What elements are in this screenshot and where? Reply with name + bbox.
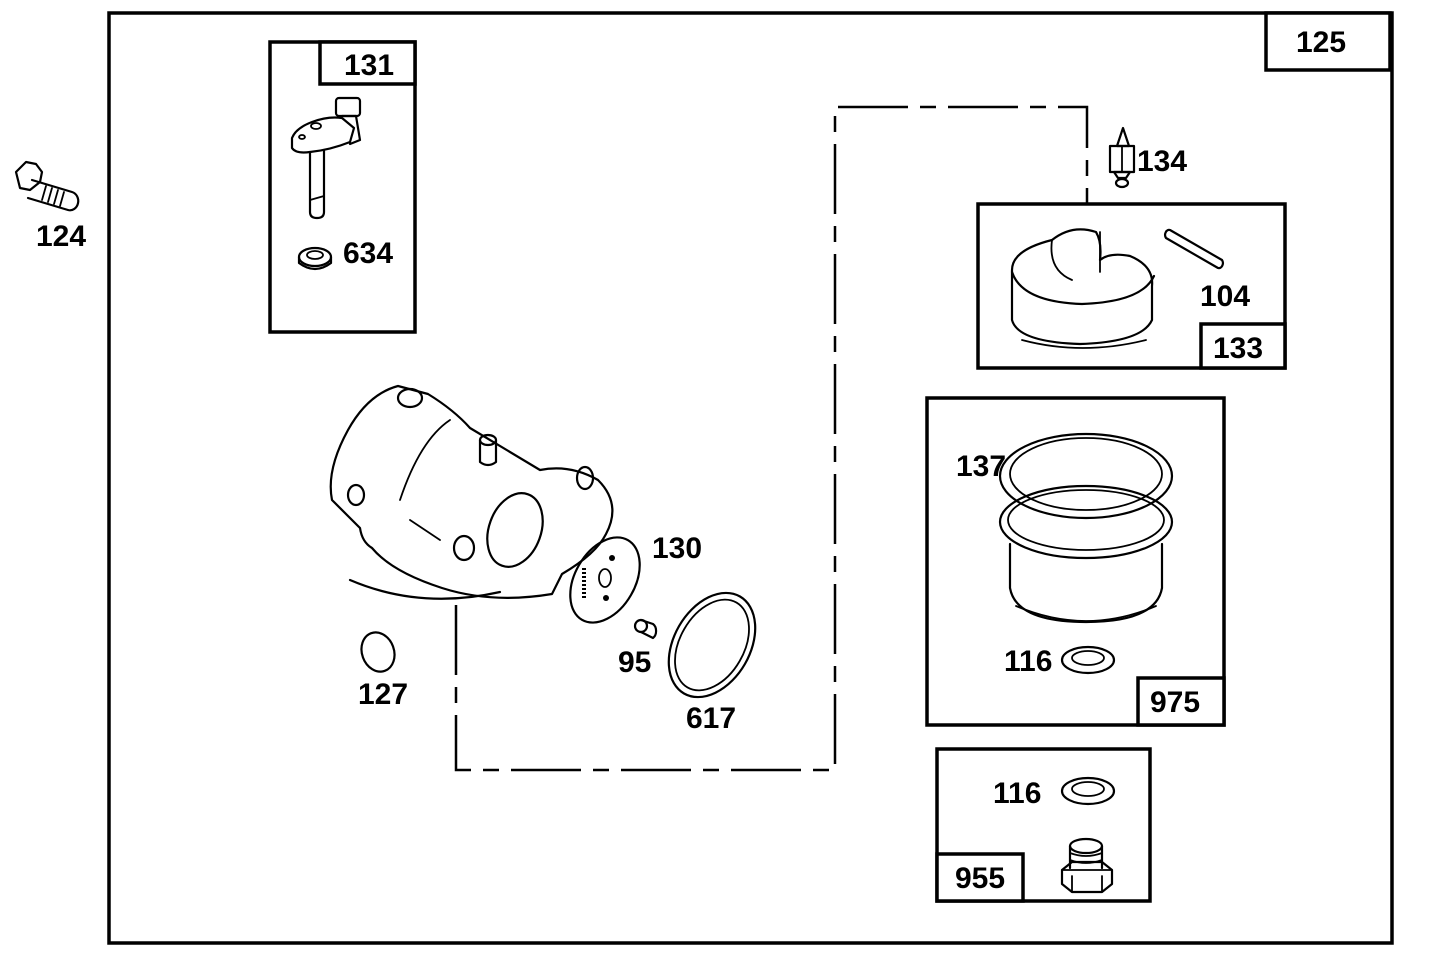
- callout-95: 95: [618, 646, 651, 679]
- float-bowl-icon: [1008, 542, 1164, 624]
- float-needle-icon: [1108, 126, 1136, 189]
- drain-plug-icon: [1060, 837, 1114, 894]
- drain-kit-box: 955 116: [935, 747, 1152, 903]
- welch-plug-icon: [360, 631, 396, 673]
- hinge-pin-icon: [1164, 228, 1224, 270]
- callout-133: 133: [1213, 332, 1263, 365]
- callout-975: 975: [1150, 686, 1200, 719]
- callout-116-drain: 116: [993, 777, 1041, 810]
- callout-125: 125: [1296, 26, 1346, 59]
- bolt-icon: [14, 160, 80, 212]
- float-icon: [1010, 228, 1156, 349]
- callout-634: 634: [343, 237, 393, 270]
- callout-137: 137: [956, 450, 1006, 483]
- callout-617: 617: [686, 702, 736, 735]
- washer-icon: [1060, 776, 1116, 806]
- main-frame: [107, 11, 1394, 945]
- washer-icon: [1060, 645, 1116, 675]
- carburetor-body-icon: [329, 384, 614, 600]
- callout-131: 131: [344, 49, 394, 82]
- callout-955: 955: [955, 862, 1005, 895]
- float-kit-box: 133 104: [976, 202, 1287, 370]
- title-box-125: 125: [1264, 11, 1392, 72]
- throttle-shaft-icon: [290, 96, 362, 220]
- seal-ring-icon: [297, 246, 333, 271]
- callout-134: 134: [1137, 145, 1187, 178]
- callout-127: 127: [358, 678, 408, 711]
- bowl-gasket-icon: [998, 432, 1174, 560]
- callout-124: 124: [36, 220, 86, 253]
- dashed-leader-line: [454, 105, 1089, 772]
- throttle-shaft-kit-box: 131 634: [268, 40, 417, 334]
- screw-icon: [633, 618, 658, 640]
- callout-116-bowl: 116: [1004, 645, 1052, 678]
- diaphragm-icon: [569, 536, 641, 624]
- bowl-kit-box: 975 137 116: [925, 396, 1226, 727]
- o-ring-icon: [667, 591, 757, 699]
- callout-104: 104: [1200, 280, 1250, 313]
- callout-130: 130: [652, 532, 702, 565]
